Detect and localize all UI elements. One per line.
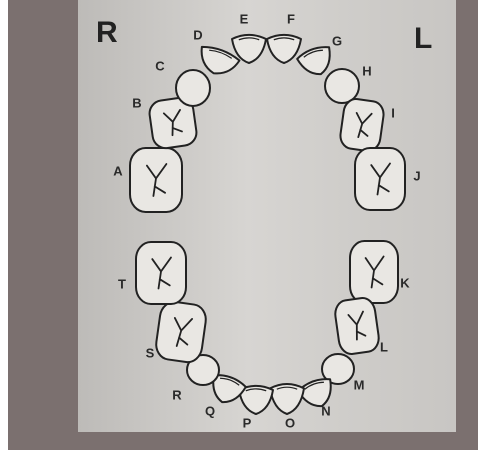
tooth-label-s: S [146, 345, 155, 360]
tooth-f [267, 35, 301, 63]
tooth-label-r: R [172, 387, 182, 402]
tooth-label-o: O [285, 415, 295, 430]
tooth-label-j: J [413, 168, 420, 183]
tooth-labels: A B C D E F G H I J K L M N O P Q R S T [113, 11, 420, 430]
teeth-layer [130, 35, 405, 414]
tooth-label-p: P [243, 415, 252, 430]
tooth-label-g: G [332, 33, 342, 48]
tooth-chart: A B C D E F G H I J K L M N O P Q R S T [78, 0, 456, 432]
tooth-label-a: A [113, 163, 123, 178]
tooth-t [136, 242, 186, 304]
tooth-label-d: D [193, 27, 202, 42]
tooth-label-n: N [321, 403, 330, 418]
tooth-o [270, 384, 304, 414]
tooth-j [355, 148, 405, 210]
tooth-label-i: I [391, 105, 395, 120]
tooth-label-q: Q [205, 403, 215, 418]
tooth-label-c: C [155, 58, 165, 73]
tooth-h [325, 69, 359, 103]
tooth-i [339, 97, 386, 152]
tooth-l [333, 296, 380, 355]
tooth-s [154, 300, 208, 364]
tooth-label-f: F [287, 11, 295, 26]
tooth-label-t: T [118, 276, 126, 291]
tooth-label-l: L [380, 339, 388, 354]
tooth-label-h: H [362, 63, 371, 78]
tooth-label-k: K [400, 275, 410, 290]
left-border [0, 0, 8, 454]
tooth-label-b: B [132, 95, 141, 110]
tooth-a [130, 148, 182, 212]
tooth-k [350, 241, 398, 303]
tooth-label-m: M [354, 377, 365, 392]
tooth-c [176, 70, 210, 106]
tooth-label-e: E [240, 11, 249, 26]
